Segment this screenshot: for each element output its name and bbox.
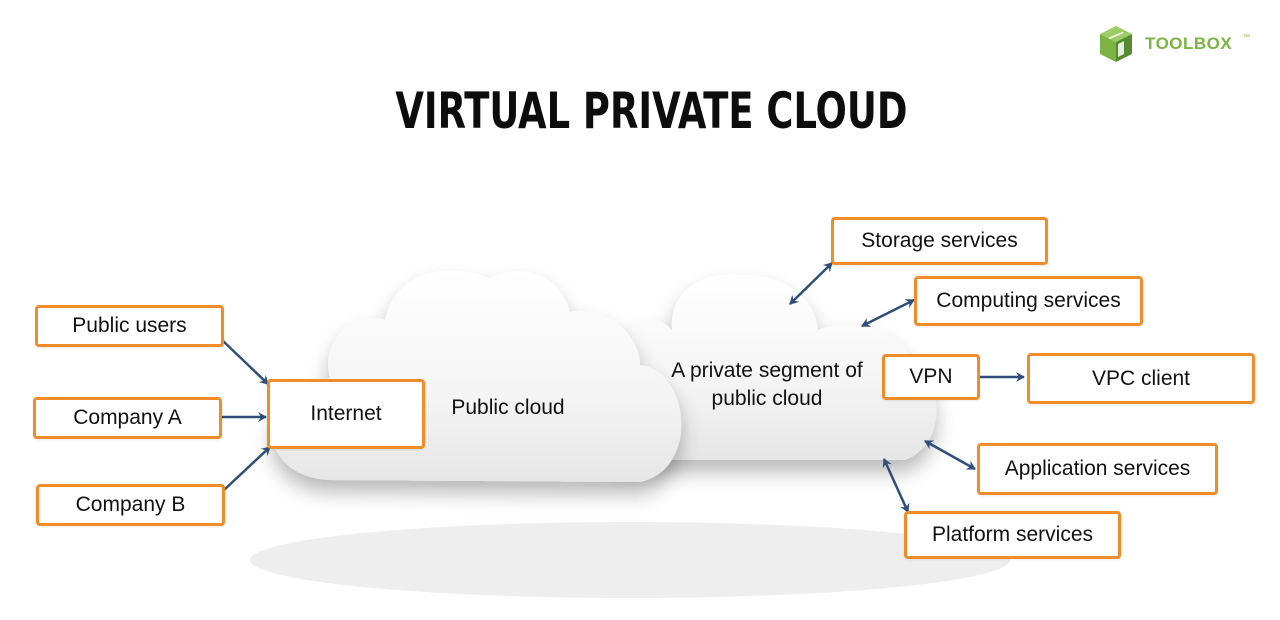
node-vpc-client: VPC client <box>1027 353 1255 404</box>
arrow-public-users-to-internet <box>221 339 269 385</box>
node-company-a: Company A <box>33 397 222 439</box>
node-label: Internet <box>310 402 382 425</box>
private-segment-label: A private segment of public cloud <box>671 359 863 410</box>
node-internet: Internet <box>267 379 425 449</box>
node-application-services: Application services <box>977 443 1218 495</box>
logo-text: TOOLBOX <box>1145 34 1233 53</box>
node-platform-services: Platform services <box>904 511 1121 559</box>
arrow-computing-services <box>861 298 915 328</box>
arrow-platform-services <box>882 458 910 513</box>
public-cloud-label: Public cloud <box>451 396 565 419</box>
node-vpn: VPN <box>882 354 980 400</box>
node-computing-services: Computing services <box>914 276 1143 326</box>
arrow-company-b-to-internet <box>223 446 271 491</box>
node-label: Platform services <box>931 523 1094 546</box>
ground-shadow <box>250 522 1010 598</box>
cube-icon <box>1100 26 1132 62</box>
node-label: Public users <box>72 314 187 337</box>
arrow-storage-services <box>789 262 833 305</box>
node-label: Company A <box>73 406 182 429</box>
node-label: Computing services <box>936 289 1121 312</box>
node-label: Application services <box>1004 457 1191 480</box>
node-label: Storage services <box>861 229 1018 252</box>
diagram-title: VIRTUAL PRIVATE CLOUD <box>395 82 908 140</box>
node-label: Company B <box>75 493 186 516</box>
arrow-application-services <box>924 439 976 471</box>
node-storage-services: Storage services <box>831 217 1048 265</box>
node-label: VPC client <box>1091 366 1191 390</box>
node-company-b: Company B <box>36 484 225 526</box>
node-label: VPN <box>909 365 953 388</box>
node-public-users: Public users <box>35 305 224 347</box>
logo-trademark: ™ <box>1243 34 1250 41</box>
